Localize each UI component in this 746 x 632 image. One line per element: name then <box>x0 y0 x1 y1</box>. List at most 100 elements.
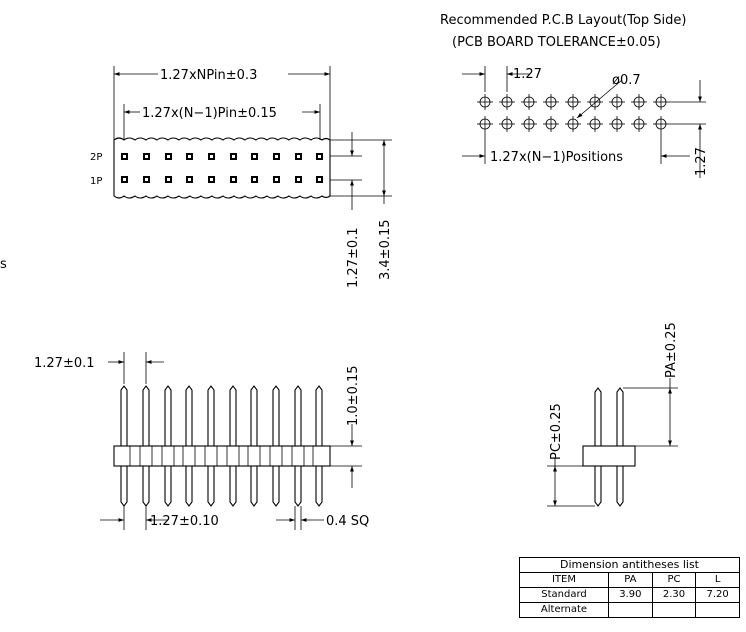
front-pin <box>272 385 280 507</box>
pcb-hole <box>609 94 625 110</box>
cell-l: 7.20 <box>695 587 740 603</box>
front-pin <box>185 385 193 507</box>
front-pin <box>229 385 237 507</box>
top-pin <box>143 176 150 183</box>
pcb-layout-title: Recommended P.C.B Layout(Top Side) <box>440 13 686 28</box>
cell-pc: 2.30 <box>651 587 697 603</box>
side-pc-label: PC±0.25 <box>549 403 564 460</box>
pcb-hole <box>587 116 603 132</box>
pcb-hole <box>631 94 647 110</box>
pcb-hole <box>609 116 625 132</box>
top-overall-label: 1.27xNPin±0.3 <box>160 68 257 83</box>
pcb-hole <box>631 116 647 132</box>
pcb-hole <box>477 94 493 110</box>
front-pin <box>250 385 258 507</box>
pcb-hole-row-1 <box>477 94 669 110</box>
front-view: 1.27±0.1 <box>34 352 369 530</box>
top-pin-row-2p <box>121 153 323 160</box>
top-pin <box>316 153 323 160</box>
top-pin <box>273 153 280 160</box>
pcb-positions-label: 1.27x(N−1)Positions <box>490 150 623 165</box>
side-view: PA±0.25 PC±0.25 <box>547 322 679 507</box>
side-body <box>582 445 636 467</box>
front-pin-set <box>120 385 323 507</box>
front-pin-size-label: 0.4 SQ <box>326 514 369 529</box>
dimension-table-header-row: ITEM PA PC L <box>519 572 740 588</box>
top-pin <box>143 153 150 160</box>
pcb-hole <box>543 116 559 132</box>
pcb-row-pitch-label: 1.27 <box>694 147 709 176</box>
top-pin <box>208 153 215 160</box>
header-item: ITEM <box>519 572 609 588</box>
pcb-layout-view: Recommended P.C.B Layout(Top Side) (PCB … <box>440 13 709 178</box>
pcb-hole <box>499 94 515 110</box>
row-1p-label: 1P <box>90 176 102 187</box>
hole-leader-line <box>576 79 623 119</box>
top-view: 1.27xNPin±0.3 1.27x(N−1)Pin±0.15 2P 1P <box>90 66 393 288</box>
side-pin-upper-left <box>594 387 602 446</box>
cell-l <box>695 602 740 618</box>
front-pitch-top-label: 1.27±0.1 <box>34 356 95 371</box>
top-pin <box>121 176 128 183</box>
pcb-hole <box>565 116 581 132</box>
front-pin <box>294 385 302 507</box>
table-row: Alternate <box>519 602 740 618</box>
top-pin <box>230 176 237 183</box>
top-pin <box>251 176 258 183</box>
side-pa-label: PA±0.25 <box>664 322 679 378</box>
side-pin-upper-right <box>616 387 624 446</box>
pcb-hole-row-2 <box>477 116 669 132</box>
top-pin <box>121 153 128 160</box>
cell-item: Standard <box>519 587 609 603</box>
front-body <box>113 445 331 467</box>
top-pin <box>165 153 172 160</box>
front-tip-label: 1.0±0.15 <box>346 365 361 426</box>
top-pin <box>316 176 323 183</box>
pcb-hole <box>477 116 493 132</box>
front-body-segments <box>129 446 314 466</box>
top-pin <box>295 176 302 183</box>
side-pin-lower-left <box>594 466 602 507</box>
top-pin <box>251 153 258 160</box>
cell-pa: 3.90 <box>608 587 653 603</box>
pcb-hole <box>653 116 669 132</box>
row-2p-label: 2P <box>90 152 102 163</box>
top-pin <box>165 176 172 183</box>
top-pin <box>273 176 280 183</box>
cell-pa <box>608 602 653 618</box>
pcb-hole <box>565 94 581 110</box>
top-body-outline <box>113 137 331 199</box>
dimension-table-caption: Dimension antitheses list <box>519 557 740 573</box>
front-pitch-bottom-label: 1.27±0.10 <box>150 514 219 529</box>
side-pin-lower-right <box>616 466 624 507</box>
top-width-label: 3.4±0.15 <box>378 219 393 280</box>
pcb-hole <box>521 116 537 132</box>
pcb-hole-label: ø0.7 <box>612 73 641 88</box>
top-pin-span-label: 1.27x(N−1)Pin±0.15 <box>142 106 277 121</box>
pcb-hole <box>587 94 603 110</box>
top-pin <box>186 153 193 160</box>
pcb-hole <box>653 94 669 110</box>
dimension-table-caption-row: Dimension antitheses list <box>519 557 740 573</box>
top-pin <box>186 176 193 183</box>
pcb-hole <box>543 94 559 110</box>
front-pin <box>164 385 172 507</box>
header-pc: PC <box>651 572 697 588</box>
cell-item: Alternate <box>519 602 609 618</box>
header-l: L <box>695 572 740 588</box>
pcb-hole <box>499 116 515 132</box>
top-pin <box>295 153 302 160</box>
top-row-pitch-label: 1.27±0.1 <box>346 227 361 288</box>
cell-pc <box>651 602 697 618</box>
top-pin <box>230 153 237 160</box>
front-pin <box>207 385 215 507</box>
front-pin <box>315 385 323 507</box>
pcb-pitch-label: 1.27 <box>513 67 542 82</box>
edge-fragment-text: s <box>0 257 7 272</box>
dimension-table: Dimension antitheses list ITEM PA PC L S… <box>519 557 740 618</box>
header-pa: PA <box>608 572 653 588</box>
top-pin <box>208 176 215 183</box>
pcb-tolerance-note: (PCB BOARD TOLERANCE±0.05) <box>452 35 661 50</box>
